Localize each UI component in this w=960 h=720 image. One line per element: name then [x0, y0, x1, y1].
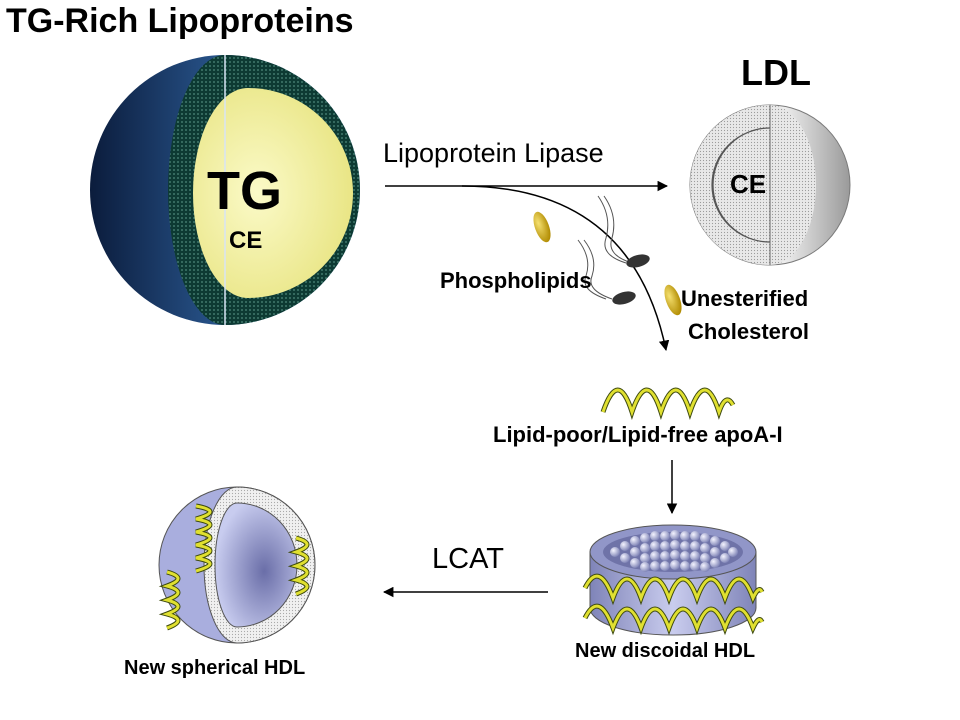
ldl-ce-label: CE	[730, 169, 767, 199]
cholesterol-label-line2: Cholesterol	[688, 319, 810, 344]
lpl-label: Lipoprotein Lipase	[383, 138, 604, 168]
apoa1-helix	[600, 387, 736, 420]
ldl-particle	[689, 104, 851, 266]
cholesterol-label-line1: Unesterified	[681, 286, 809, 311]
phospholipids-label: Phospholipids	[440, 268, 592, 293]
page-title: TG-Rich Lipoproteins	[6, 2, 354, 40]
spherical-hdl	[158, 486, 316, 644]
phospholipid-molecules	[577, 195, 650, 305]
products-arrow	[461, 185, 670, 352]
tg-core-label: TG	[207, 161, 282, 221]
ldl-title: LDL	[741, 52, 811, 93]
tg-ce-label: CE	[229, 227, 263, 254]
spherical-hdl-label: New spherical HDL	[124, 657, 306, 679]
discoidal-hdl	[582, 524, 765, 636]
discoidal-hdl-label: New discoidal HDL	[575, 640, 756, 662]
cholesterol-molecules	[533, 211, 682, 316]
lcat-label: LCAT	[432, 543, 504, 575]
tg-rich-particle	[90, 55, 360, 325]
apoa1-label: Lipid-poor/Lipid-free apoA-I	[493, 422, 783, 447]
